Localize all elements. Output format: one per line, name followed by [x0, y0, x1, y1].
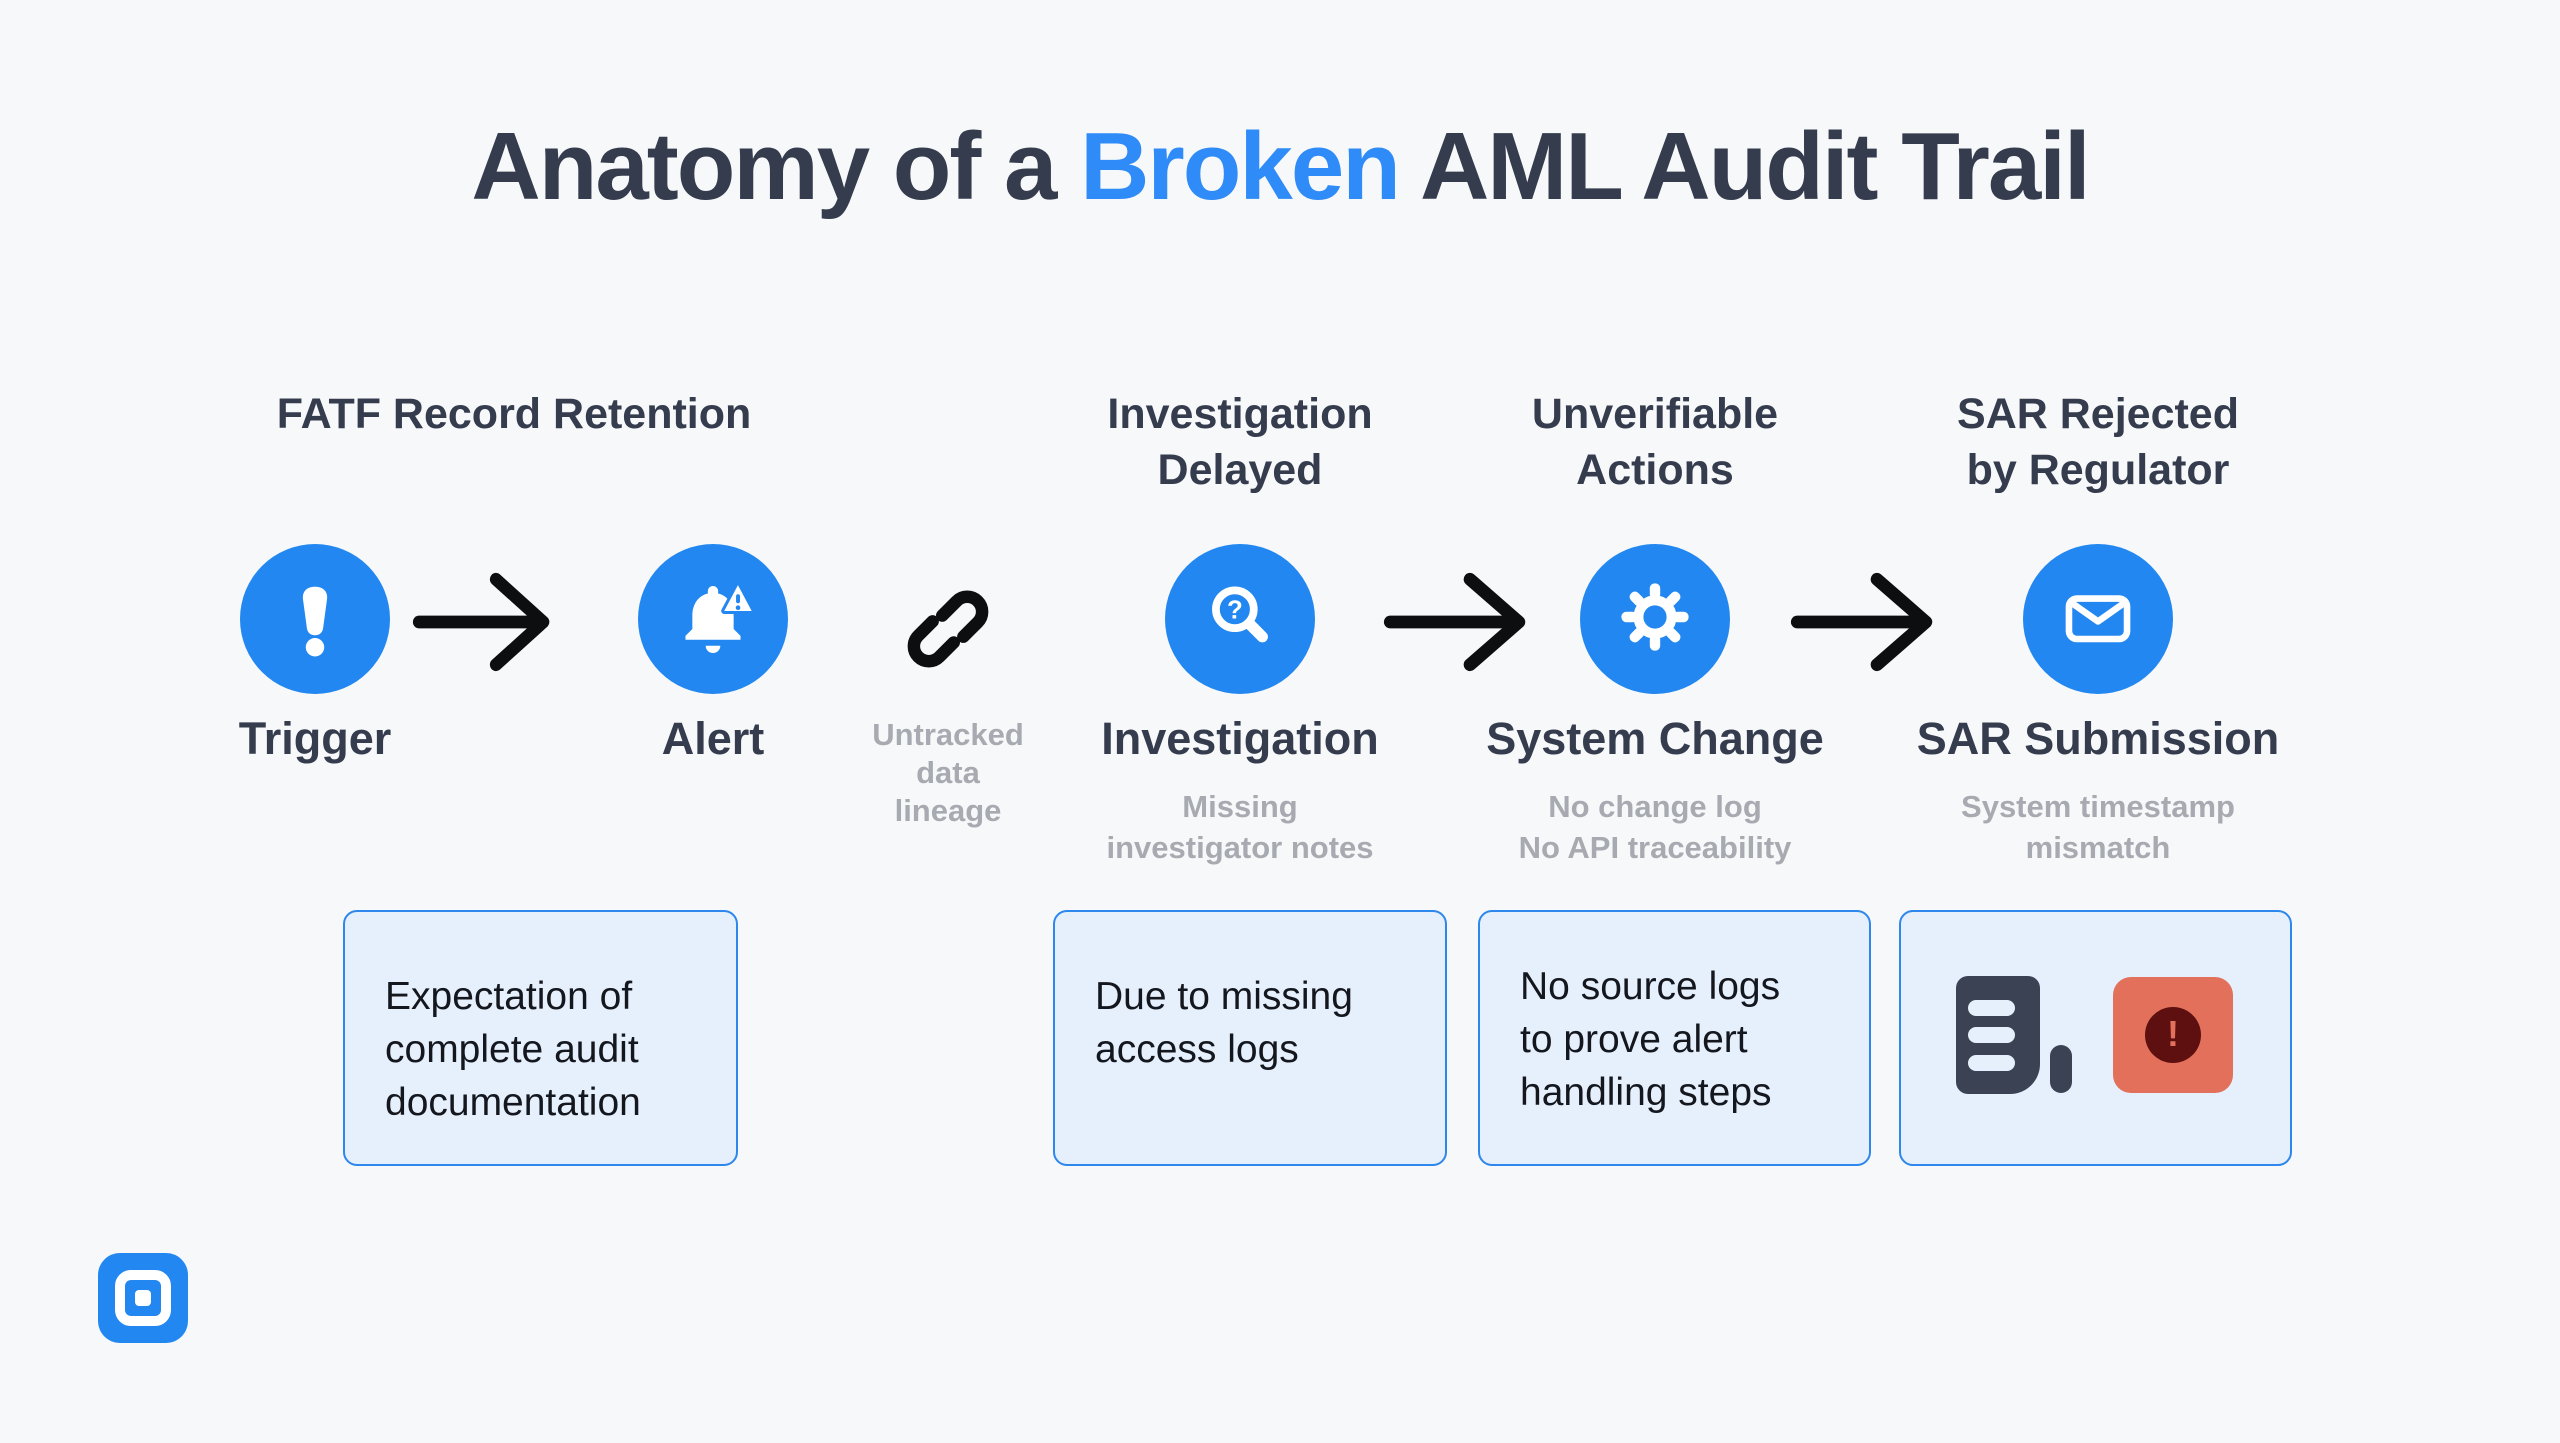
broken-link-icon — [900, 576, 996, 682]
sar-submission-node — [2023, 544, 2173, 694]
group-header-sar-rejected: SAR Rejected by Regulator — [1957, 390, 2239, 494]
document-log-icon — [1956, 976, 2074, 1094]
callout-text: No source logs to prove alert handling s… — [1520, 965, 1781, 1114]
title-highlight: Broken — [1080, 113, 1401, 220]
callout-text: Expectation of complete audit documentat… — [385, 975, 641, 1124]
note-investigation: Missing investigator notes — [1106, 789, 1374, 865]
search-question-icon: ? — [1197, 574, 1283, 665]
note-system-change: No change log No API traceability — [1518, 789, 1792, 865]
investigation-node: ? — [1165, 544, 1315, 694]
arrow-icon — [1790, 572, 1935, 672]
note-sar-submission: System timestamp mismatch — [1961, 789, 2235, 865]
arrow-icon — [1383, 572, 1528, 672]
alert-badge-icon: ! — [2113, 977, 2233, 1093]
node-label-trigger: Trigger — [238, 713, 392, 764]
node-label-sar-submission: SAR Submission — [1916, 713, 2280, 764]
title-prefix: Anatomy of a — [471, 113, 1057, 220]
bell-alert-icon — [670, 574, 756, 665]
document-side-bar — [2050, 1045, 2072, 1093]
alert-node — [638, 544, 788, 694]
group-header-unverifiable-actions: Unverifiable Actions — [1531, 390, 1779, 494]
exclamation-icon — [273, 575, 357, 664]
logo-ring — [115, 1270, 171, 1326]
callout-box-access-logs: Due to missing access logs — [1053, 910, 1447, 1166]
exclamation-glyph: ! — [2167, 1012, 2179, 1054]
logo-dot — [135, 1290, 151, 1306]
callout-text: Due to missing access logs — [1095, 975, 1353, 1071]
document-page — [1956, 976, 2040, 1094]
document-line — [1968, 1000, 2015, 1016]
untracked-data-lineage-caption: Untracked data lineage — [872, 717, 1024, 828]
group-header-investigation-delayed: Investigation Delayed — [1107, 390, 1373, 494]
trigger-node — [240, 544, 390, 694]
node-label-system-change: System Change — [1486, 713, 1824, 764]
title-suffix: AML Audit Trail — [1419, 113, 2091, 220]
document-line — [1968, 1027, 2015, 1043]
group-header-fatf: FATF Record Retention — [276, 390, 752, 438]
gear-icon — [1615, 577, 1695, 662]
callout-box-source-logs: No source logs to prove alert handling s… — [1478, 910, 1871, 1166]
arrow-icon — [412, 572, 552, 672]
envelope-icon — [2054, 573, 2142, 666]
node-label-investigation: Investigation — [1101, 713, 1379, 764]
system-change-node — [1580, 544, 1730, 694]
document-line — [1968, 1055, 2015, 1071]
question-glyph: ? — [1227, 596, 1243, 624]
alert-badge-circle: ! — [2145, 1007, 2201, 1063]
callout-box-expectation: Expectation of complete audit documentat… — [343, 910, 738, 1166]
brand-logo — [98, 1253, 188, 1343]
page-title: Anatomy of a Broken AML Audit Trail — [0, 112, 2560, 222]
node-label-alert: Alert — [661, 713, 765, 764]
